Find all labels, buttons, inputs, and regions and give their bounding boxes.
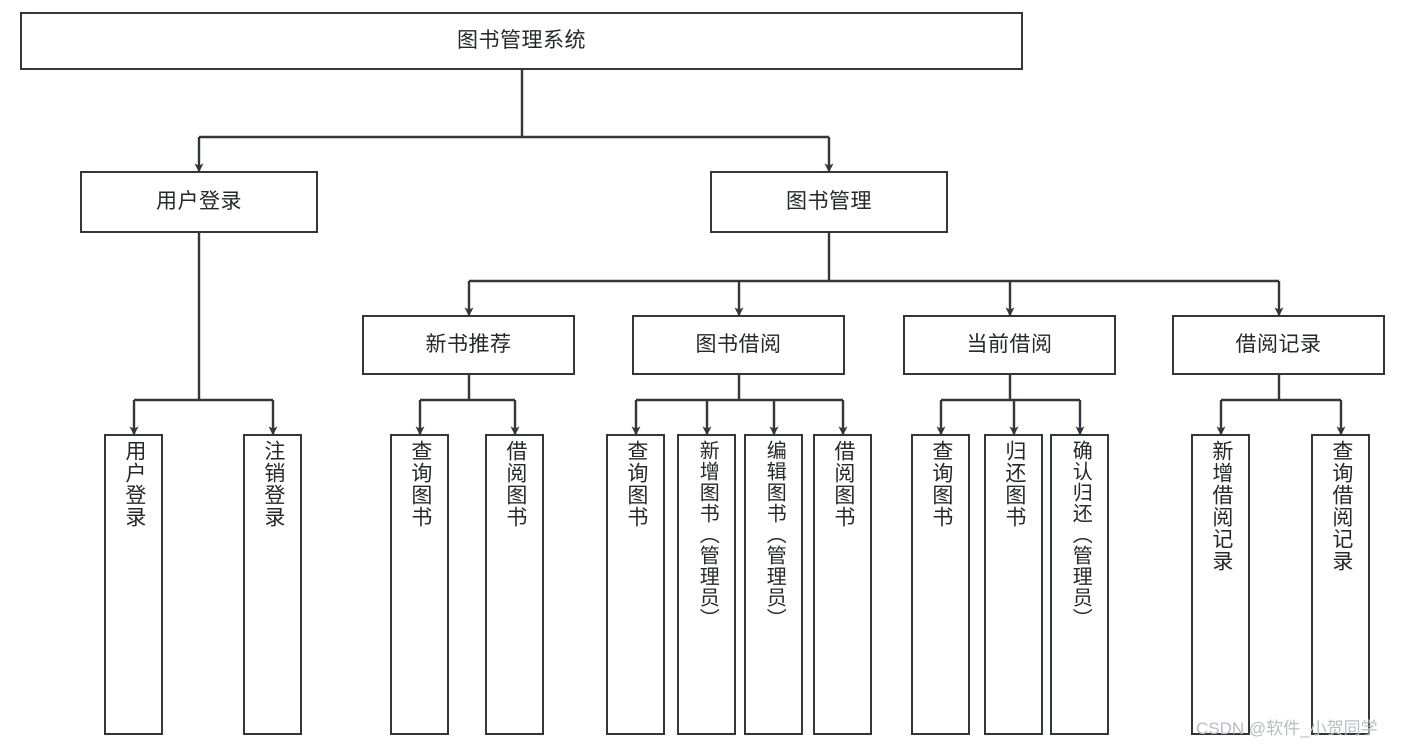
node-leaf-borrow-book[interactable]: 借阅图书	[813, 434, 872, 735]
node-label-borrow-record: 借阅记录	[1235, 333, 1322, 357]
node-root[interactable]: 图书管理系统	[20, 12, 1023, 70]
node-user-login[interactable]: 用户登录	[80, 171, 318, 233]
node-label-leaf-add-book-admin: 新增图书（管理员）	[696, 440, 719, 629]
node-label-user-login: 用户登录	[156, 190, 242, 214]
node-label-leaf-user-login: 用户登录	[122, 440, 146, 528]
node-label-leaf-confirm-return-admin: 确认归还（管理员）	[1069, 440, 1092, 629]
node-label-leaf-edit-book-admin: 编辑图书（管理员）	[763, 440, 786, 629]
node-leaf-query-book-cur[interactable]: 查询图书	[911, 434, 970, 735]
node-label-leaf-return-book: 归还图书	[1002, 440, 1026, 528]
node-leaf-borrow-book-rec[interactable]: 借阅图书	[485, 434, 544, 735]
node-leaf-query-book-borrow[interactable]: 查询图书	[606, 434, 665, 735]
node-leaf-confirm-return-admin[interactable]: 确认归还（管理员）	[1050, 434, 1109, 735]
node-leaf-add-book-admin[interactable]: 新增图书（管理员）	[677, 434, 736, 735]
node-label-new-book-recommend: 新书推荐	[425, 333, 512, 357]
node-new-book-recommend[interactable]: 新书推荐	[362, 315, 575, 375]
node-label-current-borrow: 当前借阅	[966, 333, 1053, 357]
node-label-book-manage: 图书管理	[786, 190, 872, 214]
node-label-book-borrow: 图书借阅	[695, 333, 782, 357]
node-label-leaf-query-borrow-record: 查询借阅记录	[1329, 440, 1353, 572]
node-label-leaf-add-borrow-record: 新增借阅记录	[1209, 440, 1233, 572]
node-label-leaf-query-book-cur: 查询图书	[929, 440, 953, 528]
node-label-leaf-borrow-book: 借阅图书	[831, 440, 855, 528]
node-label-root: 图书管理系统	[457, 29, 586, 53]
node-current-borrow[interactable]: 当前借阅	[903, 315, 1116, 375]
node-leaf-add-borrow-record[interactable]: 新增借阅记录	[1191, 434, 1250, 735]
node-leaf-user-logout[interactable]: 注销登录	[243, 434, 302, 735]
node-leaf-query-book-rec[interactable]: 查询图书	[390, 434, 449, 735]
node-leaf-edit-book-admin[interactable]: 编辑图书（管理员）	[744, 434, 803, 735]
node-label-leaf-query-book-borrow: 查询图书	[624, 440, 648, 528]
node-leaf-user-login[interactable]: 用户登录	[104, 434, 163, 735]
node-leaf-return-book[interactable]: 归还图书	[984, 434, 1043, 735]
node-label-leaf-query-book-rec: 查询图书	[408, 440, 432, 528]
node-label-leaf-user-logout: 注销登录	[261, 440, 285, 528]
node-leaf-query-borrow-record[interactable]: 查询借阅记录	[1311, 434, 1370, 735]
csdn-watermark: CSDN @软件_小贺同学	[1196, 719, 1378, 738]
node-label-leaf-borrow-book-rec: 借阅图书	[503, 440, 527, 528]
node-book-manage[interactable]: 图书管理	[710, 171, 948, 233]
node-book-borrow[interactable]: 图书借阅	[632, 315, 845, 375]
node-borrow-record[interactable]: 借阅记录	[1172, 315, 1385, 375]
